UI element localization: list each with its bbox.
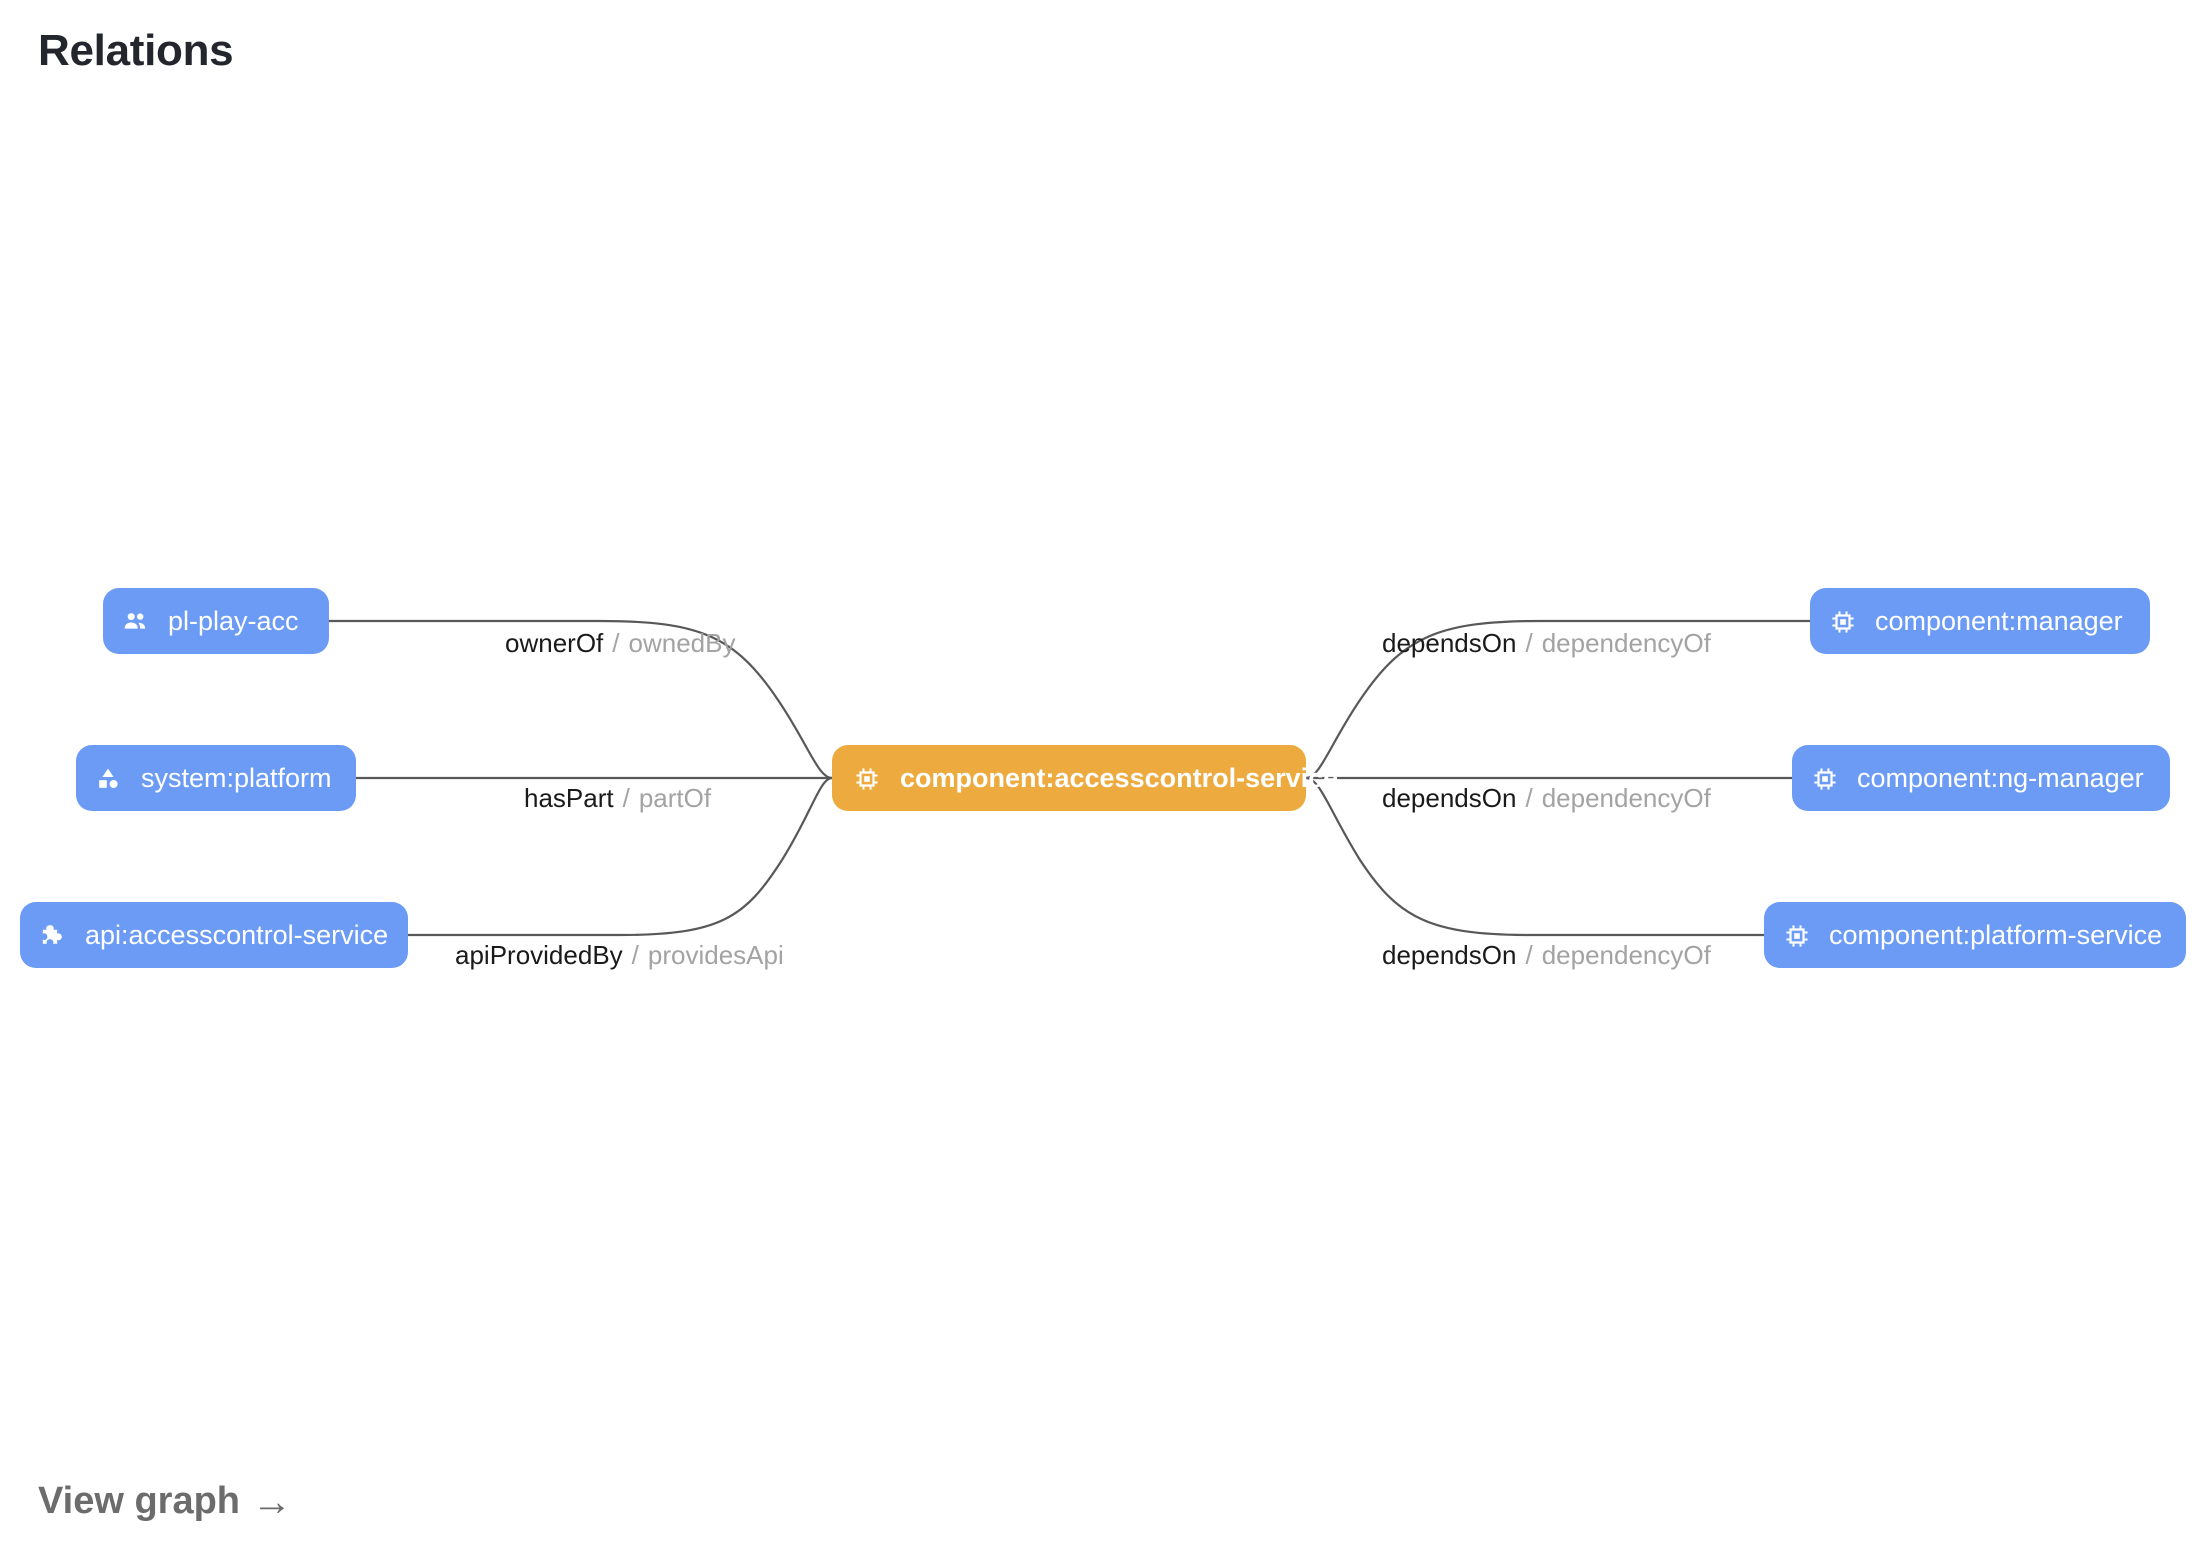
edge-label-forward: dependsOn [1382, 628, 1516, 658]
view-graph-label: View graph [38, 1480, 241, 1522]
node-background[interactable] [1792, 745, 2170, 811]
graph-node-api-accesscontrol-service[interactable]: api:accesscontrol-service [20, 902, 408, 968]
node-background[interactable] [1764, 902, 2186, 968]
node-background[interactable] [832, 745, 1306, 811]
edge-label-separator: / [632, 940, 640, 970]
edge-label-dependson-manager: dependsOn / dependencyOf [1382, 628, 1712, 658]
node-layer: pl-play-acc system:platform api:accessco… [20, 588, 2186, 968]
memory-icon [1785, 924, 1809, 948]
edge-label-reverse: dependencyOf [1542, 628, 1712, 658]
edge-label-forward: ownerOf [505, 628, 604, 658]
graph-node-component-accesscontrol-service[interactable]: component:accesscontrol-service [832, 745, 1338, 811]
edge-label-reverse: providesApi [648, 940, 784, 970]
edge-label-separator: / [1525, 628, 1533, 658]
edge-path-dependson-platform-service [1305, 776, 1764, 937]
node-label: system:platform [141, 763, 332, 793]
page-title: Relations [38, 26, 234, 75]
node-background[interactable] [20, 902, 408, 968]
edge-label-reverse: dependencyOf [1542, 940, 1712, 970]
node-background[interactable] [1810, 588, 2150, 654]
edge-path-dependson-manager [1305, 619, 1810, 780]
edge-label-dependson-ng-manager: dependsOn / dependencyOf [1382, 783, 1712, 813]
edge-label-ownerof: ownerOf / ownedBy [505, 628, 735, 658]
edge-label-forward: hasPart [524, 783, 614, 813]
memory-icon [855, 767, 879, 791]
edge-label-apiprovidedby: apiProvidedBy / providesApi [455, 940, 784, 970]
node-background[interactable] [103, 588, 329, 654]
edge-label-forward: dependsOn [1382, 940, 1516, 970]
graph-node-component-manager[interactable]: component:manager [1810, 588, 2150, 654]
edge-label-reverse: ownedBy [629, 628, 736, 658]
memory-icon [1831, 610, 1855, 634]
graph-node-system-platform[interactable]: system:platform [76, 745, 356, 811]
edge-label-separator: / [1525, 783, 1533, 813]
edge-label-layer: ownerOf / ownedBy hasPart / partOf apiProvid… [455, 628, 1712, 970]
arrow-right-icon: → [252, 1479, 293, 1524]
edge-path-ownerof [329, 619, 833, 780]
edge-label-separator: / [612, 628, 620, 658]
node-label: component:accesscontrol-service [900, 763, 1338, 793]
node-label: component:manager [1875, 606, 2123, 636]
graph-node-pl-play-acc[interactable]: pl-play-acc [103, 588, 329, 654]
edge-path-apiprovidedby [408, 776, 833, 937]
edge-label-dependson-platform-service: dependsOn / dependencyOf [1382, 940, 1712, 970]
edge-label-reverse: partOf [639, 783, 712, 813]
edge-label-haspart: hasPart / partOf [524, 783, 712, 813]
graph-node-component-ng-manager[interactable]: component:ng-manager [1792, 745, 2170, 811]
edge-label-reverse: dependencyOf [1542, 783, 1712, 813]
view-graph-link[interactable]: View graph → [38, 1480, 292, 1523]
graph-node-component-platform-service[interactable]: component:platform-service [1764, 902, 2186, 968]
edge-label-forward: apiProvidedBy [455, 940, 623, 970]
node-label: api:accesscontrol-service [85, 920, 388, 950]
node-label: component:ng-manager [1857, 763, 2144, 793]
memory-icon [1813, 767, 1837, 791]
edge-label-separator: / [1525, 940, 1533, 970]
edge-layer [329, 619, 1810, 937]
node-label: component:platform-service [1829, 920, 2162, 950]
node-background[interactable] [76, 745, 356, 811]
edge-label-separator: / [623, 783, 631, 813]
edge-label-forward: dependsOn [1382, 783, 1516, 813]
node-label: pl-play-acc [168, 606, 299, 636]
